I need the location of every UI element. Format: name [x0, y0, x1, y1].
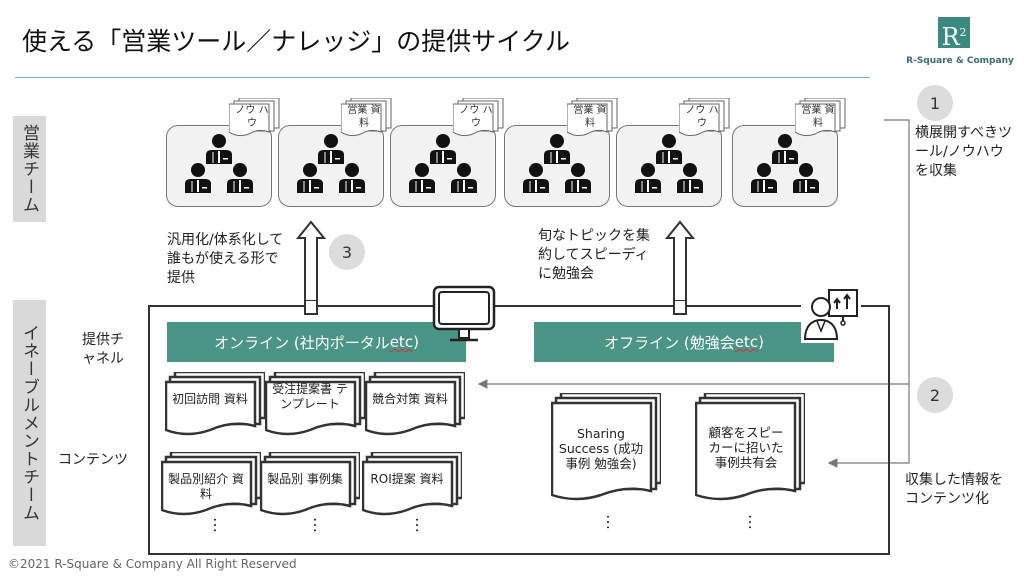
- content-label: コンテンツ: [58, 452, 128, 468]
- content-document: 競合対策 資料: [364, 370, 467, 446]
- offline-etc: etc: [734, 333, 759, 351]
- enablement-team-label: イネーブルメントチーム: [13, 300, 46, 546]
- online-channel-bar: オンライン (社内ポータル etc): [167, 322, 466, 362]
- document-title: 受注提案書 テンプレート: [272, 382, 348, 411]
- online-label: オンライン (社内ポータル: [214, 333, 390, 352]
- sales-team-group: ノウ ハウ: [166, 97, 280, 207]
- company-name: R-Square & Company: [906, 56, 1014, 66]
- sales-team-group: 営業 資料: [504, 97, 618, 207]
- copyright-footer: ©2021 R-Square & Company All Right Reser…: [8, 557, 297, 571]
- more-ellipsis: …: [210, 517, 229, 533]
- content-document: 製品別 事例集: [259, 450, 362, 526]
- company-logo: R2: [938, 17, 970, 51]
- knowledge-sticker: ノウ ハウ: [678, 97, 731, 140]
- step-1-badge: 1: [917, 85, 953, 121]
- document-title: 製品別 事例集: [267, 472, 343, 486]
- offline-content-document: 顧客をスピーカーに招いた事例共有会: [694, 391, 807, 511]
- sticker-text: 営業 資料: [347, 105, 381, 129]
- person-icon: [635, 163, 661, 193]
- knowledge-sticker: 営業 資料: [566, 97, 619, 140]
- person-icon: [430, 134, 456, 164]
- channel-label: 提供チャネル: [82, 332, 124, 367]
- person-icon: [751, 163, 777, 193]
- person-icon: [409, 163, 435, 193]
- enablement-box: [148, 305, 890, 555]
- content-document: ROI提案 資料: [361, 450, 464, 526]
- step-3-badge: 3: [329, 234, 365, 270]
- person-icon: [318, 134, 344, 164]
- arrow-stub: [673, 300, 687, 315]
- presenter-icon: [801, 287, 861, 343]
- sales-team-group: 営業 資料: [732, 97, 846, 207]
- document-title: 顧客をスピーカーに招いた事例共有会: [708, 425, 784, 470]
- step-2-text: 収集した情報をコンテンツ化: [905, 472, 1003, 507]
- sales-team-group: ノウ ハウ: [390, 97, 504, 207]
- more-ellipsis: …: [745, 514, 764, 530]
- logo-mark: R: [941, 23, 960, 51]
- person-icon: [677, 163, 703, 193]
- person-icon: [451, 163, 477, 193]
- arrow-stub: [304, 300, 318, 315]
- offline-content-document: Sharing Success (成功事例 勉強会): [550, 391, 663, 511]
- more-ellipsis: …: [412, 517, 431, 533]
- knowledge-sticker: ノウ ハウ: [228, 97, 281, 140]
- title-divider: [15, 77, 870, 78]
- more-ellipsis: …: [603, 514, 622, 530]
- document-title: ROI提案 資料: [370, 472, 444, 486]
- document-title: 製品別紹介 資料: [168, 472, 244, 501]
- content-document: 受注提案書 テンプレート: [264, 370, 367, 446]
- sales-team-group: 営業 資料: [278, 97, 392, 207]
- sticker-text: ノウ ハウ: [685, 105, 719, 129]
- more-ellipsis: …: [310, 517, 329, 533]
- offline-note: 旬なトピックを集約してスピーディに勉強会: [538, 228, 650, 282]
- person-icon: [206, 134, 232, 164]
- document-title: 競合対策 資料: [372, 392, 448, 406]
- content-document: 初回訪問 資料: [164, 370, 267, 446]
- person-icon: [565, 163, 591, 193]
- online-etc: etc: [389, 333, 414, 351]
- person-icon: [523, 163, 549, 193]
- sales-team-group: ノウ ハウ: [616, 97, 730, 207]
- knowledge-sticker: 営業 資料: [340, 97, 393, 140]
- knowledge-sticker: 営業 資料: [794, 97, 847, 140]
- person-icon: [185, 163, 211, 193]
- knowledge-sticker: ノウ ハウ: [452, 97, 505, 140]
- collect-arrow: [827, 119, 910, 468]
- sticker-text: ノウ ハウ: [459, 105, 493, 129]
- person-icon: [227, 163, 253, 193]
- sticker-text: 営業 資料: [801, 105, 835, 129]
- online-provide-arrow: [295, 220, 327, 305]
- person-icon: [793, 163, 819, 193]
- person-icon: [772, 134, 798, 164]
- sticker-text: ノウ ハウ: [235, 105, 269, 129]
- sales-team-label: 営業チーム: [13, 116, 46, 222]
- logo-sup: 2: [959, 26, 967, 39]
- person-icon: [656, 134, 682, 164]
- step-3-text: 汎用化/体系化して誰もが使える形で提供: [167, 232, 284, 286]
- offline-channel-bar: オフライン (勉強会 etc): [534, 322, 834, 362]
- online-close: ): [413, 333, 419, 351]
- offline-close: ): [758, 333, 764, 351]
- monitor-icon: [432, 285, 496, 342]
- sticker-text: 営業 資料: [573, 105, 607, 129]
- step-2-badge: 2: [917, 377, 953, 413]
- document-title: 初回訪問 資料: [172, 392, 248, 406]
- offline-label: オフライン (勉強会: [604, 333, 735, 352]
- person-icon: [544, 134, 570, 164]
- content-document: 製品別紹介 資料: [160, 450, 263, 526]
- document-title: Sharing Success (成功事例 勉強会): [558, 426, 644, 471]
- page-title: 使える「営業ツール／ナレッジ」の提供サイクル: [22, 27, 571, 56]
- offline-provide-arrow: [664, 220, 696, 305]
- person-icon: [339, 163, 365, 193]
- person-icon: [297, 163, 323, 193]
- step-1-text: 横展開すべきツール/ノウハウを収集: [915, 125, 1013, 179]
